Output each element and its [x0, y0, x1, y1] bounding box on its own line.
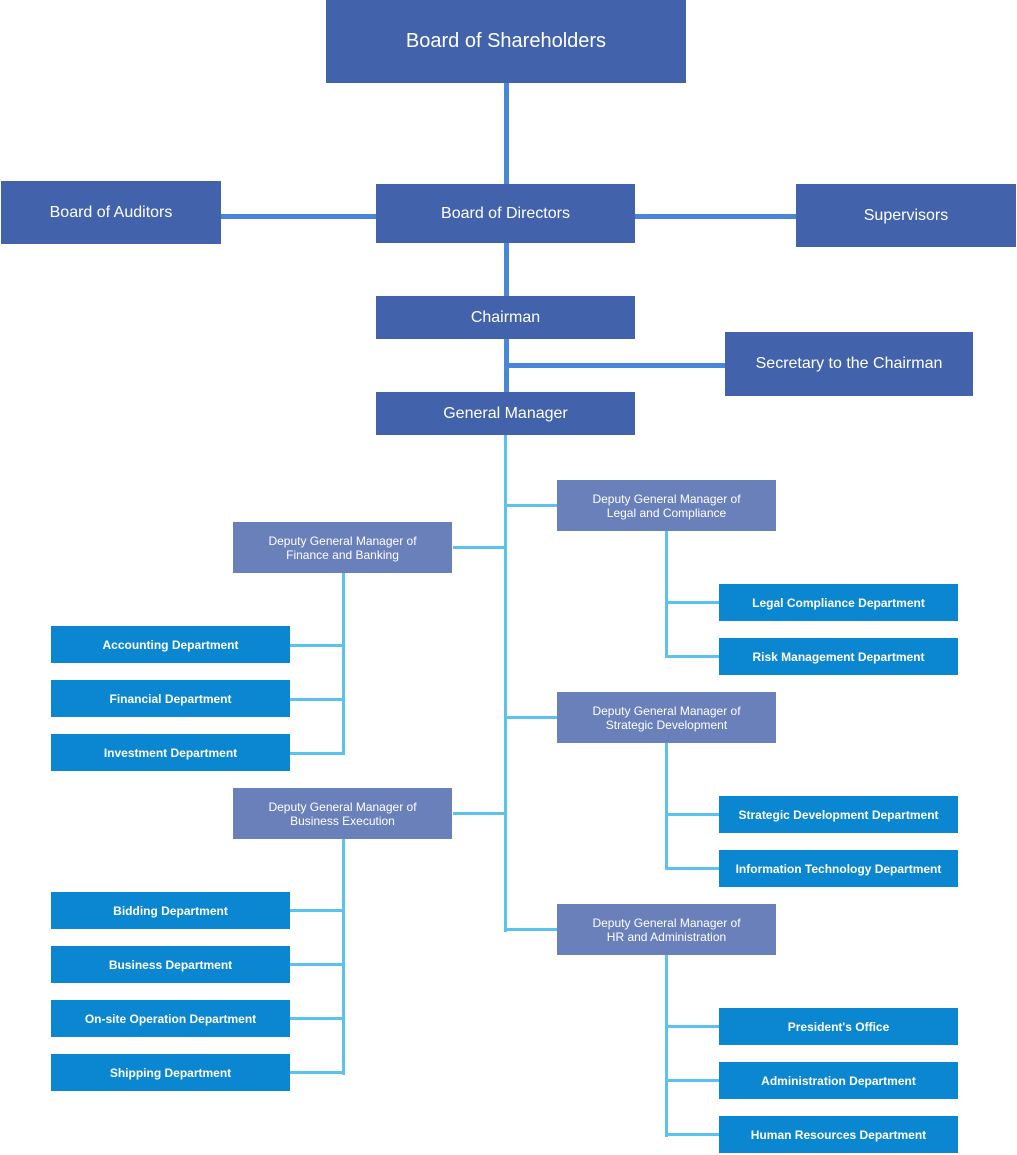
connector-shareholders-directors — [504, 83, 509, 184]
board-of-auditors-box: Board of Auditors — [1, 181, 221, 244]
connector-secretary — [508, 363, 725, 368]
connector-legal-spine — [665, 531, 668, 658]
connector-chairman-gm — [504, 339, 509, 392]
board-of-directors-box: Board of Directors — [376, 184, 635, 243]
connector-strategic-it — [665, 867, 719, 870]
department-label: Human Resources Department — [750, 1127, 927, 1142]
supervisors-box: Supervisors — [796, 184, 1016, 247]
business-department-box: Business Department — [51, 946, 290, 983]
deputy-legal-compliance-label: Deputy General Manager of Legal and Comp… — [592, 491, 741, 520]
presidents-office-box: President's Office — [719, 1008, 958, 1045]
department-label: Accounting Department — [102, 637, 239, 652]
connector-directors-supervisors — [635, 214, 796, 219]
connector-hr-human-resources — [665, 1133, 719, 1136]
connector-auditors-directors — [220, 214, 376, 219]
connector-finance-financial — [290, 698, 345, 701]
connector-directors-chairman — [504, 243, 509, 296]
general-manager-label: General Manager — [443, 404, 568, 422]
connector-business-spine — [342, 839, 345, 1075]
strategic-development-department-box: Strategic Development Department — [719, 796, 958, 833]
information-technology-department-box: Information Technology Department — [719, 850, 958, 887]
connector-finance-investment — [290, 752, 345, 755]
secretary-label: Secretary to the Chairman — [755, 355, 943, 372]
connector-business-bidding — [290, 909, 345, 912]
department-label: On-site Operation Department — [84, 1011, 257, 1026]
department-label: Legal Compliance Department — [752, 595, 925, 610]
department-label: Strategic Development Department — [738, 807, 939, 822]
connector-hr-spine — [665, 955, 668, 1137]
deputy-business-execution-label: Deputy General Manager of Business Execu… — [268, 799, 417, 828]
deputy-hr-administration-label: Deputy General Manager of HR and Adminis… — [592, 915, 741, 944]
deputy-legal-compliance-box: Deputy General Manager of Legal and Comp… — [557, 480, 776, 531]
connector-finance-accounting — [290, 644, 345, 647]
supervisors-label: Supervisors — [863, 206, 949, 224]
connector-gm-hr — [506, 928, 557, 931]
general-manager-box: General Manager — [376, 392, 635, 435]
department-label: Business Department — [108, 957, 233, 972]
department-label: Administration Department — [761, 1073, 916, 1088]
connector-gm-strategic — [506, 716, 557, 719]
board-of-shareholders-box: Board of Shareholders — [326, 0, 686, 83]
administration-department-box: Administration Department — [719, 1062, 958, 1099]
investment-department-box: Investment Department — [51, 734, 290, 771]
department-label: Bidding Department — [113, 903, 228, 918]
deputy-hr-administration-box: Deputy General Manager of HR and Adminis… — [557, 904, 776, 955]
deputy-strategic-development-label: Deputy General Manager of Strategic Deve… — [592, 703, 741, 732]
deputy-strategic-development-box: Deputy General Manager of Strategic Deve… — [557, 692, 776, 743]
connector-legal-compliance — [665, 601, 719, 604]
connector-hr-admin — [665, 1079, 719, 1082]
department-label: Risk Management Department — [752, 649, 925, 664]
connector-hr-president — [665, 1025, 719, 1028]
deputy-business-execution-box: Deputy General Manager of Business Execu… — [233, 788, 452, 839]
connector-gm-business — [453, 812, 506, 815]
chairman-label: Chairman — [470, 308, 541, 326]
risk-management-department-box: Risk Management Department — [719, 638, 958, 675]
connector-strategic-spine — [665, 743, 668, 870]
bidding-department-box: Bidding Department — [51, 892, 290, 929]
financial-department-box: Financial Department — [51, 680, 290, 717]
legal-compliance-department-box: Legal Compliance Department — [719, 584, 958, 621]
connector-strategic-sdd — [665, 813, 719, 816]
connector-legal-risk — [665, 655, 719, 658]
board-of-auditors-label: Board of Auditors — [49, 203, 173, 221]
chairman-box: Chairman — [376, 296, 635, 339]
department-label: Shipping Department — [109, 1065, 232, 1080]
human-resources-department-box: Human Resources Department — [719, 1116, 958, 1153]
shipping-department-box: Shipping Department — [51, 1054, 290, 1091]
department-label: Financial Department — [109, 691, 232, 706]
deputy-finance-banking-label: Deputy General Manager of Finance and Ba… — [268, 533, 417, 562]
connector-business-onsite — [290, 1017, 345, 1020]
board-of-directors-label: Board of Directors — [441, 204, 570, 222]
deputy-finance-banking-box: Deputy General Manager of Finance and Ba… — [233, 522, 452, 573]
connector-trunk-top — [504, 435, 507, 475]
connector-business-business — [290, 963, 345, 966]
accounting-department-box: Accounting Department — [51, 626, 290, 663]
secretary-box: Secretary to the Chairman — [725, 332, 973, 396]
connector-gm-trunk — [504, 452, 507, 932]
connector-gm-finance — [453, 546, 506, 549]
department-label: Information Technology Department — [735, 861, 942, 876]
board-of-shareholders-label: Board of Shareholders — [405, 30, 607, 52]
onsite-operation-department-box: On-site Operation Department — [51, 1000, 290, 1037]
connector-gm-legal — [506, 504, 557, 507]
connector-finance-spine — [342, 573, 345, 754]
department-label: President's Office — [787, 1019, 890, 1034]
connector-business-shipping — [290, 1071, 345, 1074]
department-label: Investment Department — [103, 745, 238, 760]
